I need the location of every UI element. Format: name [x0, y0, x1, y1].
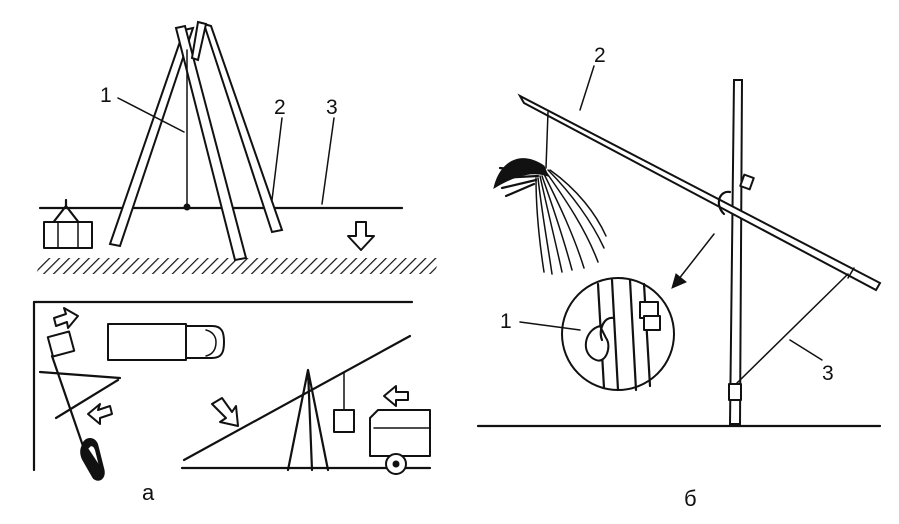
tripod-leg-back	[190, 20, 208, 62]
truck-side	[369, 409, 431, 475]
inclined-rope	[182, 334, 412, 462]
truck-plan	[107, 323, 225, 361]
arrow-right-icon	[53, 307, 79, 329]
label-a-1: 1	[100, 84, 112, 107]
label-a-2: 2	[274, 96, 286, 119]
detail-view	[561, 277, 675, 392]
label-a-3: 3	[326, 96, 338, 119]
inclined-boom	[517, 93, 882, 292]
caption-a: а	[142, 480, 155, 505]
tripod-scene: 1 2 3	[36, 20, 440, 274]
arrow-left-truck-icon	[383, 385, 409, 407]
ground-hatching	[36, 258, 440, 274]
panel-b: 1 2 3 б	[476, 44, 882, 511]
plumb-weight	[183, 203, 191, 211]
vertical-pole	[728, 79, 744, 425]
tripod-leg-center	[174, 24, 248, 262]
label-b-2: 2	[594, 44, 606, 67]
tripod-leg-right	[202, 22, 284, 234]
tripod-leg-left	[108, 26, 195, 248]
handset-icon	[80, 438, 105, 481]
caption-b: б	[684, 486, 697, 511]
load-box-plan	[46, 330, 76, 358]
load-basket	[43, 198, 93, 249]
loading-scene: а	[32, 300, 432, 505]
hanging-box	[333, 409, 355, 433]
tripod-legs	[108, 20, 284, 262]
panel-a: 1 2 3	[32, 20, 440, 505]
small-tripod	[286, 368, 330, 472]
arrow-down-right-icon	[211, 397, 239, 427]
branch-bundle	[493, 158, 607, 275]
down-arrow-icon	[347, 221, 375, 251]
label-b-1: 1	[500, 310, 512, 333]
label-b-3: 3	[822, 362, 834, 385]
arrow-left-icon	[87, 403, 113, 425]
guy-rope	[735, 273, 849, 385]
